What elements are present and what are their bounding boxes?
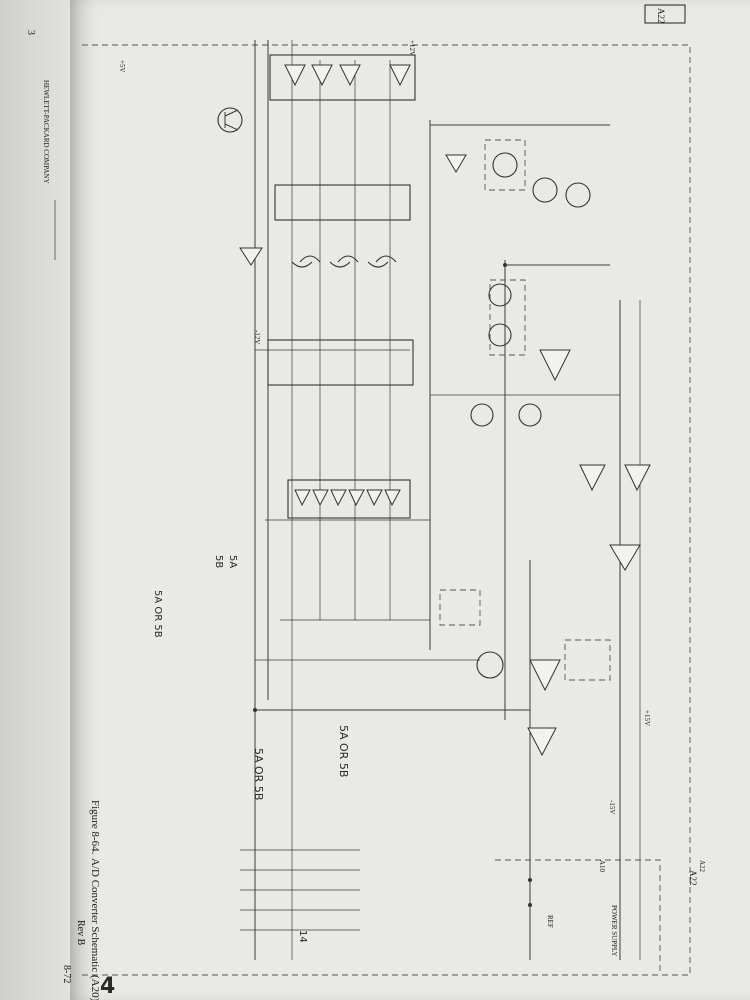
caption-title: A/D Converter Schematic (A20): [89, 858, 101, 1000]
left-company-text: HEWLETT-PACKARD COMPANY: [42, 80, 50, 184]
op-amp-3: [624, 464, 651, 492]
q-mid-1: [488, 283, 512, 307]
handwritten-note-1: 5A OR 5B: [337, 725, 350, 777]
inv-a1: [294, 489, 311, 507]
inv-a5: [366, 489, 383, 507]
op-amp-2: [579, 464, 606, 492]
switch-dashed-box: [439, 589, 481, 626]
left-page-notes: 3 HEWLETT-PACKARD COMPANY: [25, 30, 56, 260]
handwritten-note-2: 5A OR 5B: [152, 590, 163, 638]
q-mid-2: [488, 323, 512, 347]
q-mid-4: [518, 403, 542, 427]
assembly-label: A10: [598, 860, 606, 873]
transistor-lower: [476, 651, 504, 679]
transistor-q1-body: [217, 107, 243, 133]
inv-a3: [330, 489, 347, 507]
transistor-pair-mid: [470, 279, 542, 427]
inverter-5: [239, 247, 263, 266]
minus12-label: -12V: [253, 330, 261, 344]
schematic-labels: A10 POWER SUPPLY A22 REF +12V -12V +15V …: [118, 40, 706, 957]
handwritten-note-4: 5B: [213, 555, 224, 568]
connector-pins: [240, 263, 532, 931]
bottom-right-tag: A22: [688, 870, 698, 886]
xor-gate-1: [291, 255, 321, 268]
caption-figure-number: Figure 8-64.: [89, 800, 101, 855]
q-lower-body: [476, 651, 504, 679]
q-mid-3: [470, 403, 494, 427]
board-outline: [82, 44, 691, 976]
ic-large-body: [267, 339, 414, 386]
inv-a6: [384, 489, 401, 507]
ic-buffer-top: [269, 54, 416, 101]
junction-4: [503, 263, 507, 267]
top-assembly-tag: A22: [644, 4, 686, 24]
plus5-label: +5V: [118, 60, 126, 73]
xor-gate-3: [367, 255, 397, 268]
top-tag-label: A22: [656, 8, 666, 24]
ic-counter-mid: [239, 184, 411, 268]
inv-a4: [348, 489, 365, 507]
inverter-1: [284, 64, 306, 87]
inv-a2: [312, 489, 329, 507]
op-amp-5: [529, 659, 561, 692]
caption-rev: Rev B: [75, 920, 86, 946]
board-dashed-frame: [82, 44, 691, 976]
bus-lines: [254, 40, 641, 960]
adjacent-page-edge: [0, 0, 70, 1000]
op-amps: [445, 154, 651, 757]
inverter-2: [311, 64, 333, 87]
xor-gate-2: [329, 255, 359, 268]
q-pair-2: [532, 177, 558, 203]
ref-label: REF: [546, 915, 554, 928]
q-pair-1: [492, 152, 518, 178]
op-amp-1: [539, 349, 571, 382]
relay-section: [439, 589, 611, 681]
handwritten-note-3: 5A: [227, 555, 238, 568]
ic-inverter-array: [287, 479, 411, 519]
transistor-q1: [217, 107, 243, 133]
plus12-label: +12V: [408, 40, 416, 56]
pair-dashed-box: [484, 139, 526, 191]
op-amp-7: [445, 154, 467, 173]
caption-page: 8-72: [61, 965, 72, 983]
mid-dashed-box: [489, 279, 526, 356]
junction-2: [528, 903, 532, 907]
relay-dashed-box: [564, 639, 611, 681]
q1-emitter: [224, 123, 239, 131]
handwritten-notes: 5A OR 5B 5A 5B 5A OR 5B 5A OR 5B 14: [152, 555, 350, 943]
inverter-3: [339, 64, 361, 87]
junction-1: [528, 878, 532, 882]
ic-mid-body: [274, 184, 411, 221]
ic-large: [267, 339, 414, 386]
sheet-number: 4: [100, 974, 115, 999]
ic-inverter-array-body: [287, 479, 411, 519]
q-pair-3: [565, 182, 591, 208]
power-supply-label: POWER SUPPLY: [610, 905, 618, 957]
lower-dashed-section: [495, 859, 661, 975]
left-page-number: 3: [25, 30, 36, 35]
junction-3: [253, 708, 257, 712]
op-amp-4: [609, 544, 641, 571]
ic-top-body: [269, 54, 416, 101]
plus15-label: +15V: [643, 710, 651, 726]
top-tag-box: [644, 4, 686, 24]
minus15-label: -15V: [608, 800, 616, 814]
transistor-pair-top: [484, 139, 591, 208]
figure-caption: Figure 8-64. A/D Converter Schematic (A2…: [61, 800, 101, 1000]
inverter-4: [389, 64, 411, 87]
q1-collector: [224, 109, 239, 117]
bottom-tag-label: A22: [698, 860, 706, 873]
op-amp-6: [527, 727, 557, 757]
handwritten-mark-14: 14: [297, 930, 308, 943]
handwritten-note-5: 5A OR 5B: [252, 748, 265, 800]
